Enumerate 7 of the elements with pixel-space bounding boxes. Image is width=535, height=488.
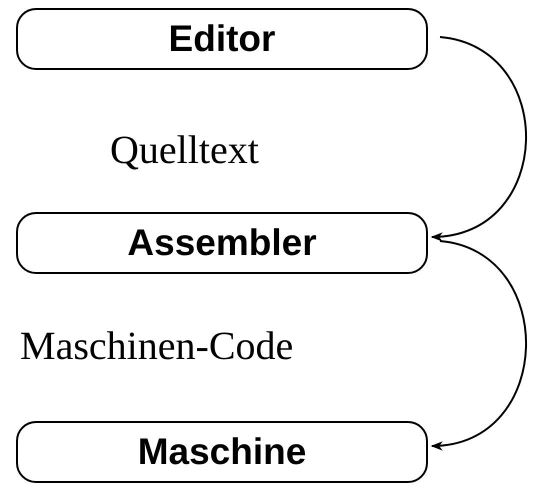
- process-box: Maschine: [16, 421, 428, 483]
- curved-arrow: [430, 36, 527, 240]
- flow-label: Quelltext: [110, 126, 259, 173]
- process-box: Assembler: [16, 212, 428, 274]
- curved-arrow: [430, 240, 527, 450]
- process-box: Editor: [16, 8, 428, 70]
- flow-label: Maschinen-Code: [20, 322, 294, 369]
